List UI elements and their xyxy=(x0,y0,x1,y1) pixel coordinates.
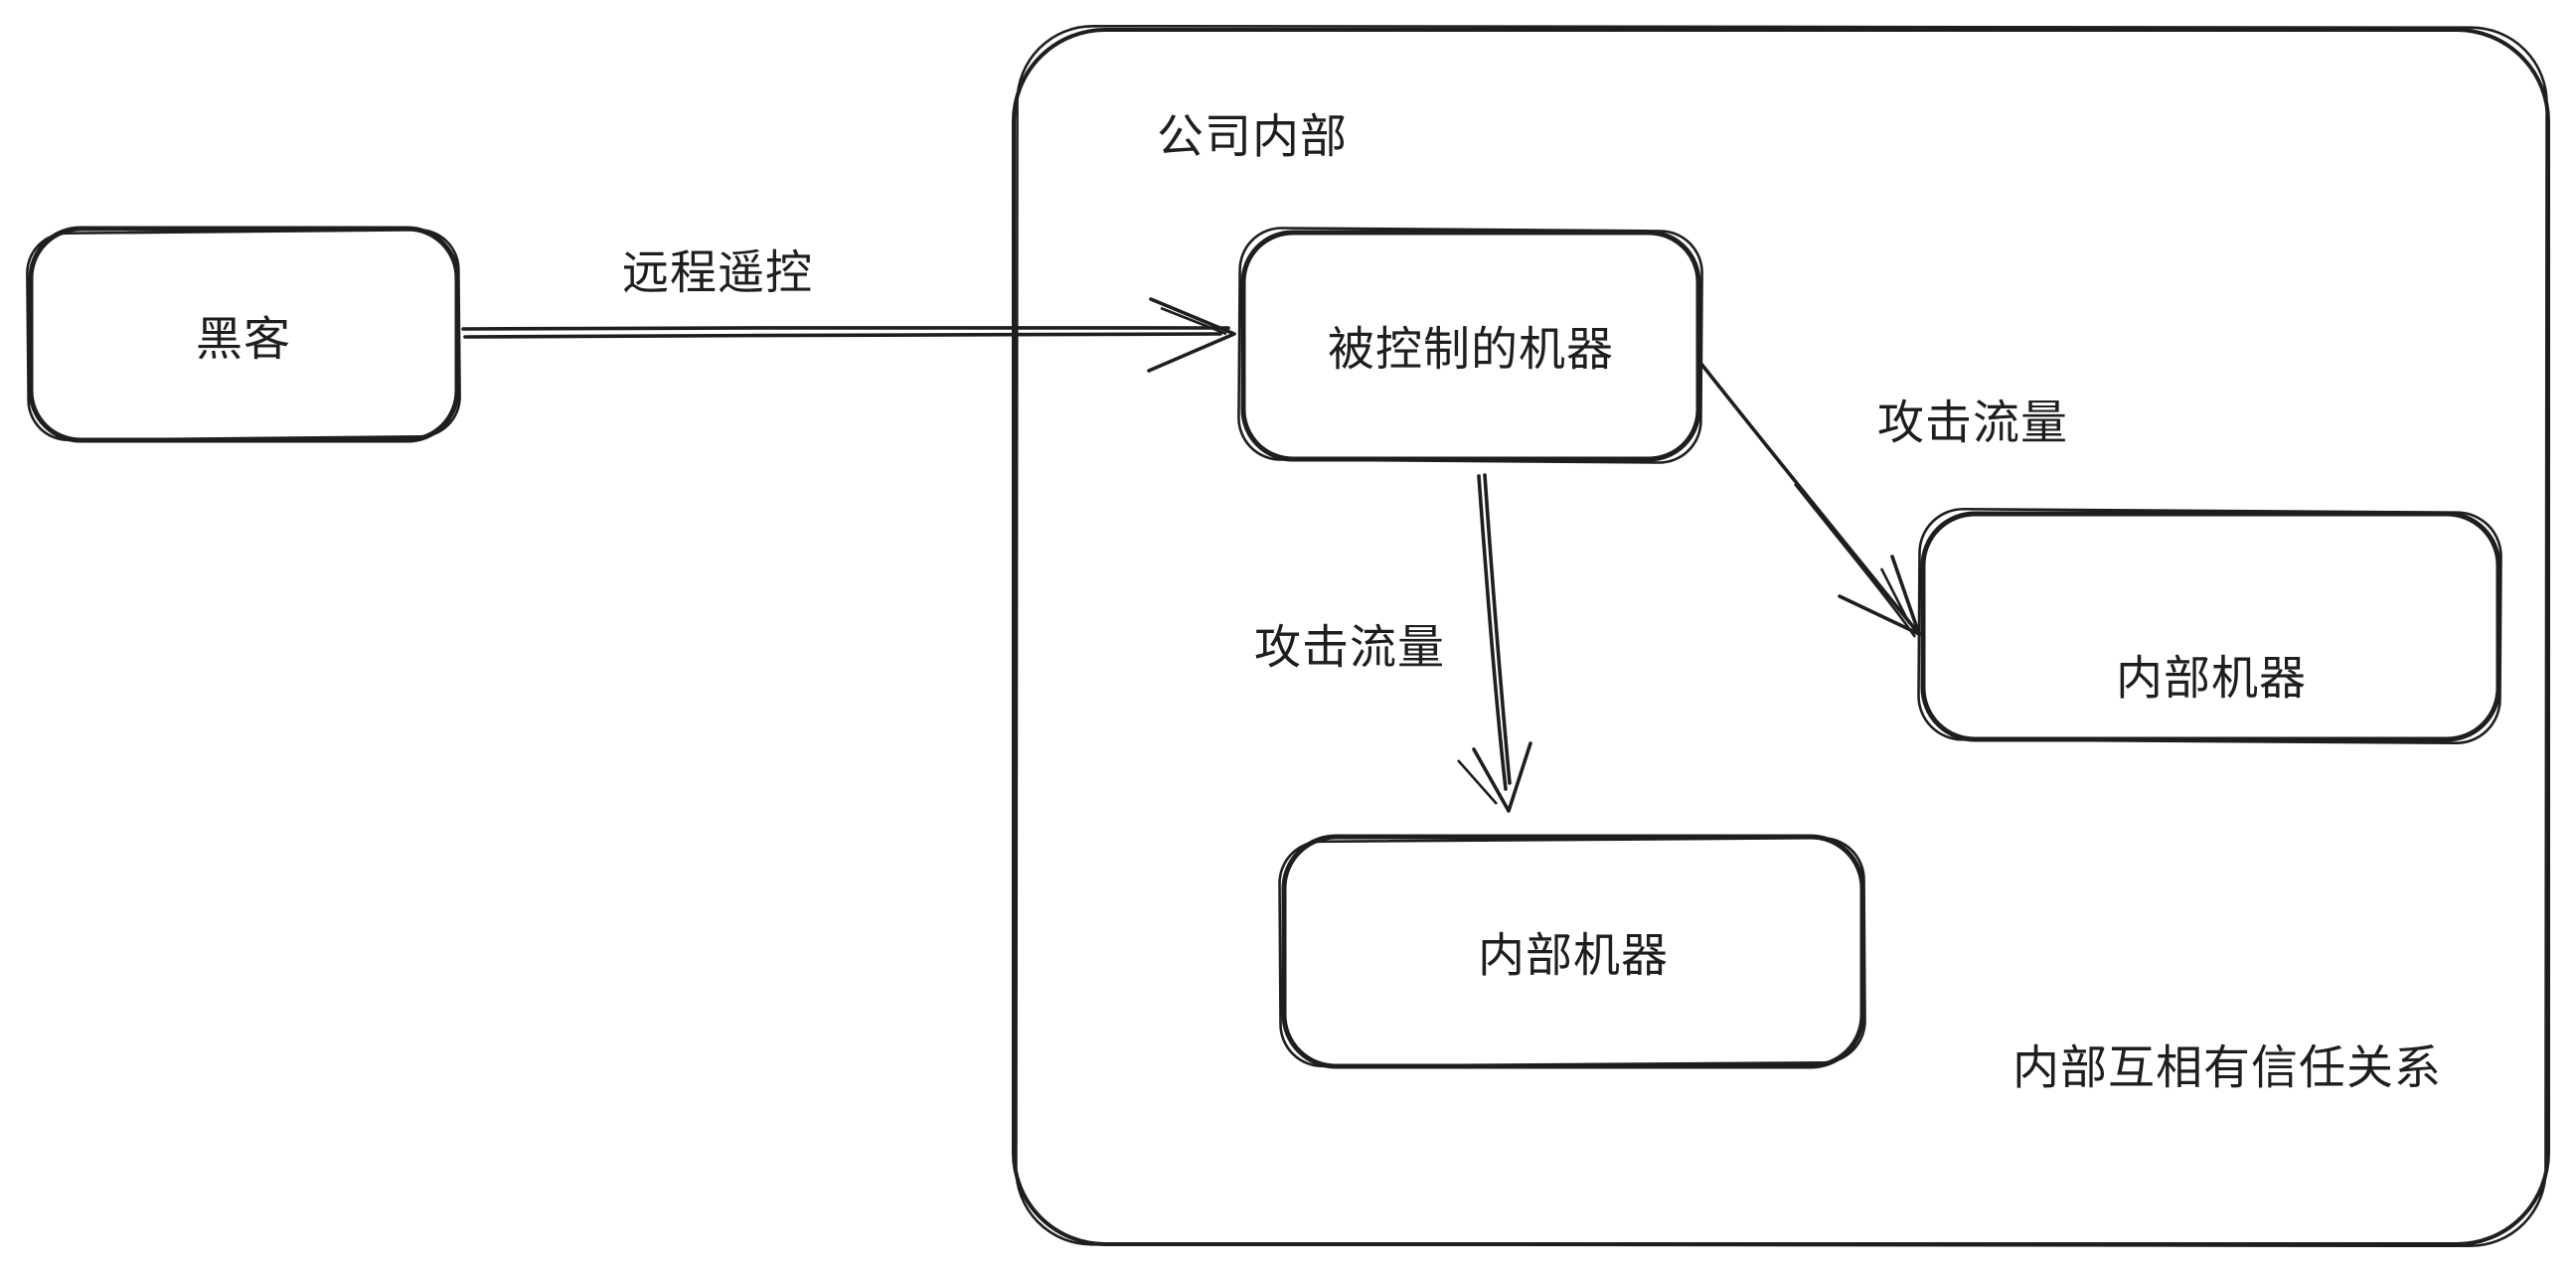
company-boundary-label: 公司内部 xyxy=(1157,109,1348,163)
trust-relationship-note: 内部互相有信任关系 xyxy=(2012,1040,2442,1094)
attack-down-edge-label: 攻击流量 xyxy=(1254,620,1445,674)
remote-control-edge-label: 远程遥控 xyxy=(622,245,813,299)
hacker-node-shape xyxy=(26,226,461,443)
internal-bottom-node-label: 内部机器 xyxy=(1478,928,1669,982)
internal-right-node-shape xyxy=(1917,507,2502,745)
internal-right-node-label: 内部机器 xyxy=(2116,651,2307,705)
company-boundary-shape xyxy=(1012,24,2550,1248)
remote-control-arrow xyxy=(461,297,1236,373)
compromised-node-shape xyxy=(1237,227,1703,464)
compromised-node-label: 被控制的机器 xyxy=(1328,322,1614,376)
internal-bottom-node-shape xyxy=(1278,834,1866,1069)
attack-down-arrow xyxy=(1457,473,1532,813)
attack-right-edge-label: 攻击流量 xyxy=(1877,396,2068,449)
hacker-node-label: 黑客 xyxy=(196,312,291,366)
